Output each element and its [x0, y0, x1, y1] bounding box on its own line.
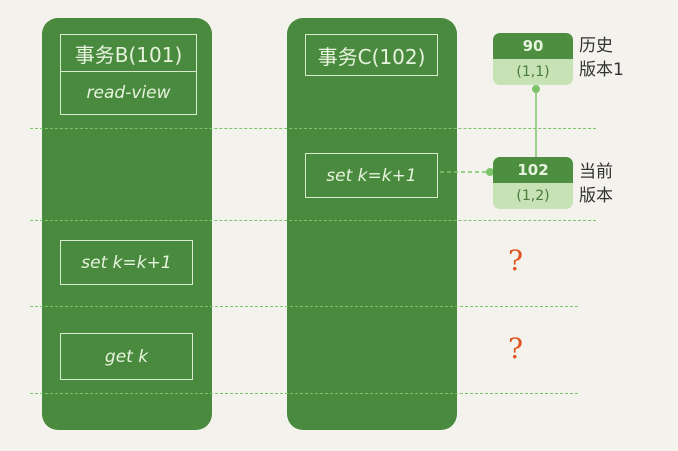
current-version-label-line2: 版本: [579, 186, 613, 206]
transaction-b-header: 事务B(101): [60, 34, 197, 72]
transaction-b-step-set: set k=k+1: [60, 240, 193, 285]
current-version-trx: (1,2): [493, 183, 573, 209]
transaction-b-step-get: get k: [60, 333, 193, 380]
transaction-c-step-set: set k=k+1: [305, 153, 438, 198]
transaction-b-read-view: read-view: [60, 71, 197, 115]
timeline-separator-1: [30, 128, 596, 129]
transaction-c-column: [287, 18, 457, 430]
timeline-separator-4: [30, 393, 578, 394]
timeline-separator-2: [30, 220, 596, 221]
current-version-value: 102: [493, 157, 573, 183]
history-version-trx: (1,1): [493, 59, 573, 85]
update-connector-dot: [486, 168, 494, 176]
unknown-result-2: ?: [508, 332, 524, 365]
current-version-label-line1: 当前: [579, 162, 613, 182]
transaction-b-column: [42, 18, 212, 430]
timeline-separator-3: [30, 306, 578, 307]
history-version-label-line1: 历史: [579, 36, 613, 56]
history-version-value: 90: [493, 33, 573, 59]
unknown-result-1: ?: [508, 244, 524, 277]
transaction-c-header: 事务C(102): [305, 34, 438, 76]
current-version-label: 当前 版本: [579, 160, 613, 208]
undo-log-dot: [532, 85, 540, 93]
history-version-label: 历史 版本1: [579, 34, 624, 82]
history-version-label-line2: 版本1: [579, 60, 624, 80]
